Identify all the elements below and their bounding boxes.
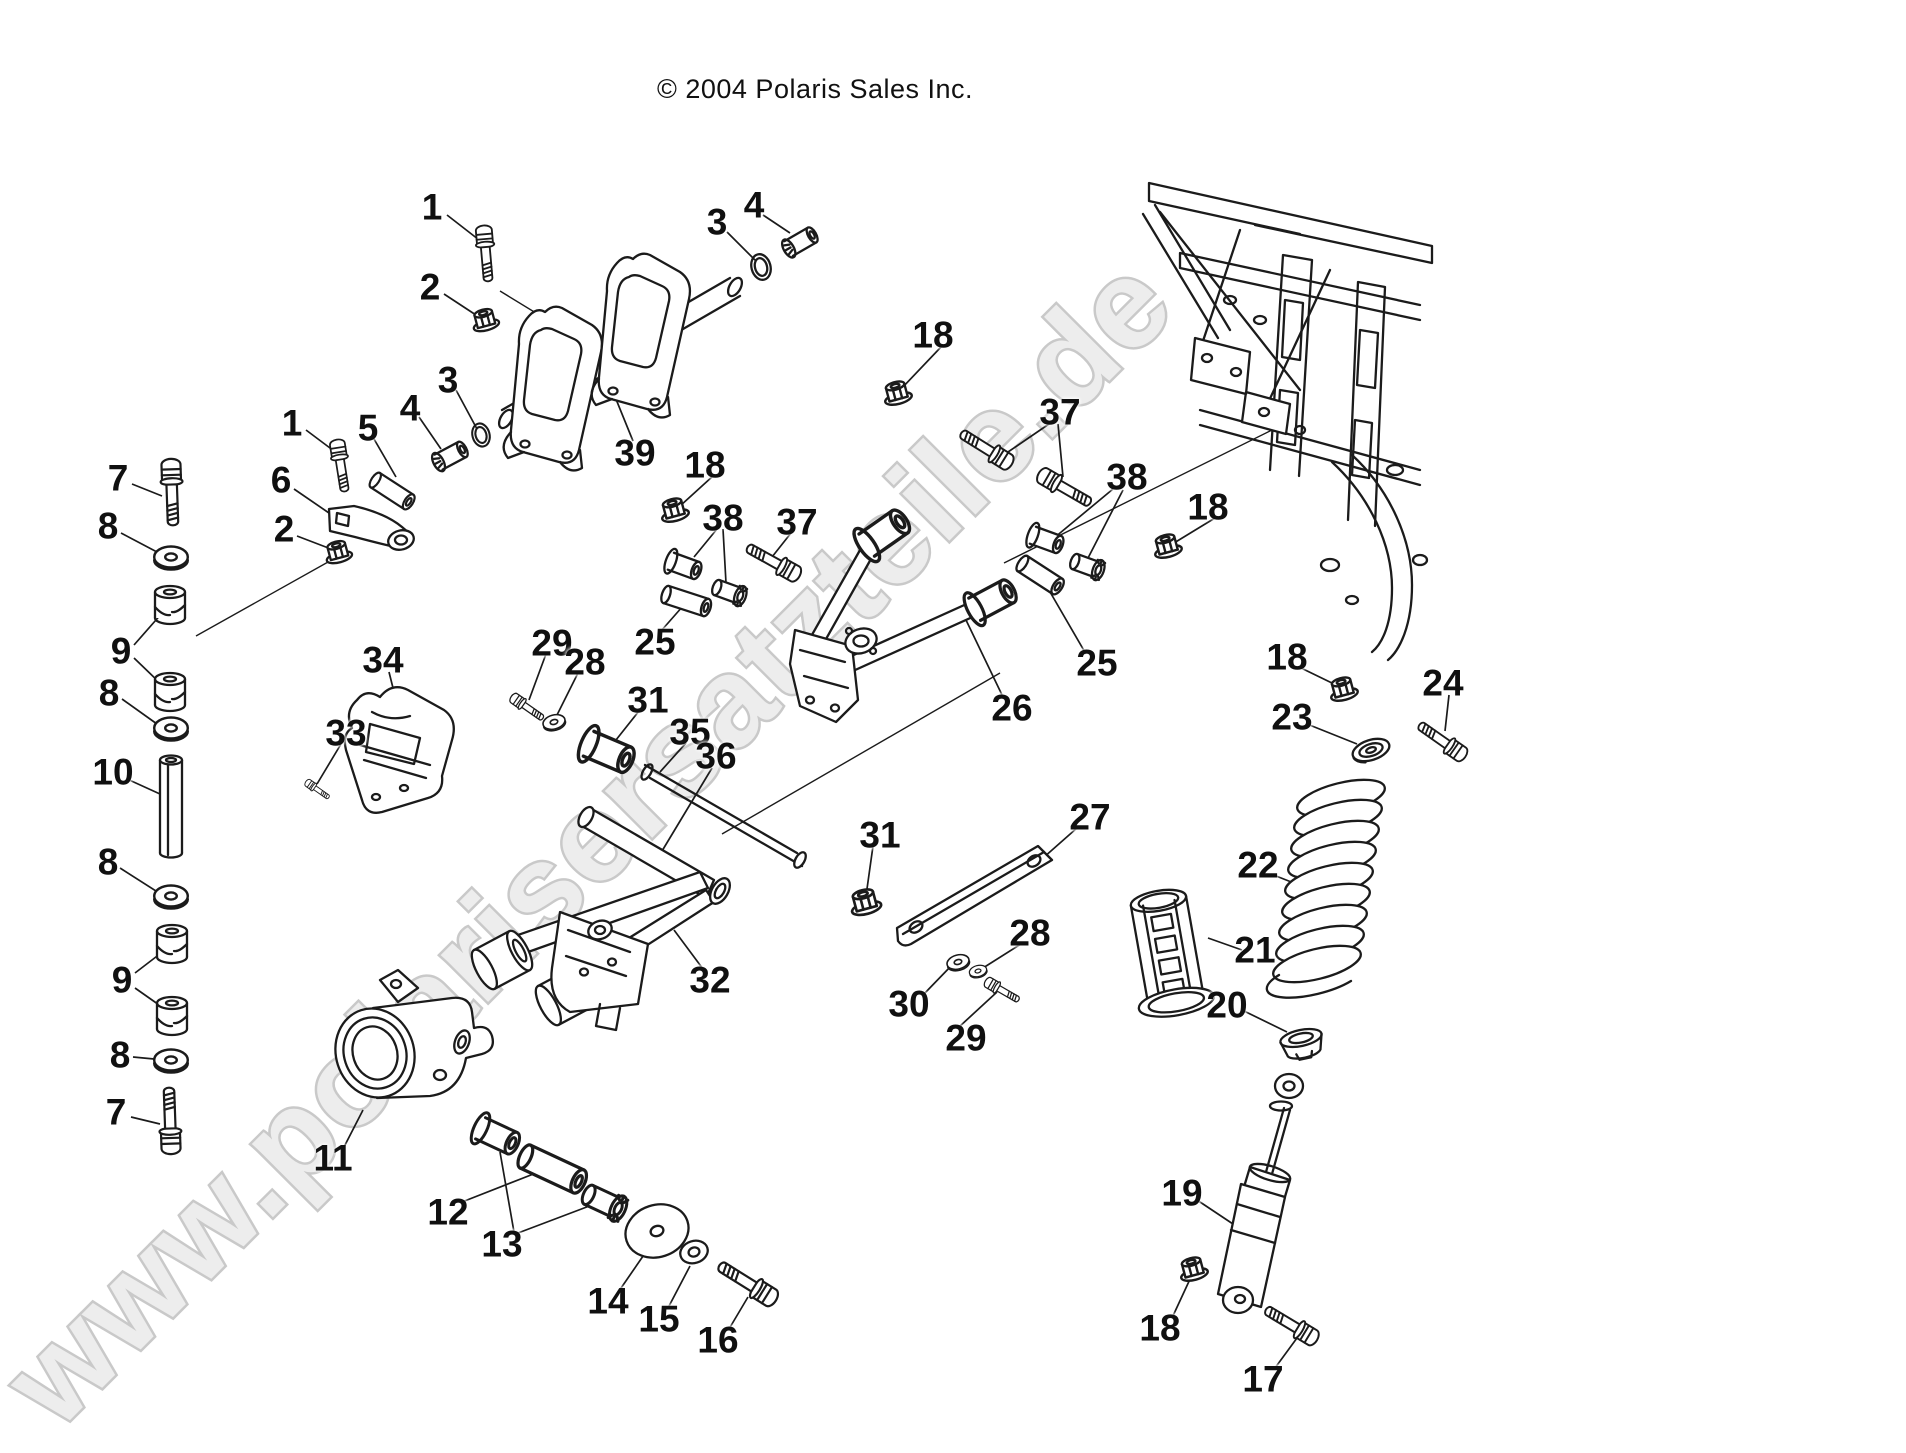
- callout-2: 2: [273, 508, 295, 550]
- callout-2: 2: [419, 266, 441, 308]
- callout-28: 28: [564, 641, 606, 683]
- callout-18: 18: [1187, 486, 1229, 528]
- callout-27: 27: [1069, 796, 1111, 838]
- callout-8: 8: [98, 672, 120, 714]
- callout-18: 18: [912, 314, 954, 356]
- callout-35: 35: [669, 711, 711, 753]
- callout-18: 18: [684, 444, 726, 486]
- callout-37: 37: [776, 501, 818, 543]
- callout-26: 26: [991, 687, 1033, 729]
- upper-control-arm-26: [788, 500, 1024, 724]
- callout-1: 1: [421, 186, 443, 228]
- callout-31: 31: [859, 814, 901, 856]
- callout-3: 3: [437, 359, 459, 401]
- callout-24: 24: [1422, 662, 1464, 704]
- callout-8: 8: [97, 841, 119, 883]
- callout-38: 38: [1106, 456, 1148, 498]
- bearing-carrier-11: [334, 968, 495, 1100]
- callout-8: 8: [97, 505, 119, 547]
- callout-19: 19: [1161, 1172, 1203, 1214]
- callout-16: 16: [697, 1319, 739, 1361]
- callout-30: 30: [888, 983, 930, 1025]
- callout-15: 15: [638, 1298, 680, 1340]
- callout-29: 29: [945, 1017, 987, 1059]
- copyright-text: © 2004 Polaris Sales Inc.: [656, 74, 974, 104]
- callout-1: 1: [281, 402, 303, 444]
- callout-10: 10: [92, 751, 134, 793]
- callout-6: 6: [270, 459, 292, 501]
- washer-14: [624, 1203, 690, 1259]
- brace-strap-27: [895, 844, 1054, 947]
- callout-29: 29: [531, 622, 573, 664]
- guard-plate-34: [343, 686, 455, 814]
- spring-adjuster-cam-23: [1351, 737, 1391, 764]
- callout-20: 20: [1206, 984, 1248, 1026]
- callout-13: 13: [481, 1223, 523, 1265]
- callout-21: 21: [1234, 929, 1276, 971]
- callout-38: 38: [702, 497, 744, 539]
- spring-retainer-20: [1279, 1027, 1323, 1061]
- callout-31: 31: [627, 679, 669, 721]
- callout-4: 4: [743, 184, 765, 226]
- callout-7: 7: [105, 1091, 127, 1133]
- callout-12: 12: [427, 1191, 469, 1233]
- callout-25: 25: [1076, 642, 1118, 684]
- callout-4: 4: [399, 387, 421, 429]
- callout-14: 14: [587, 1280, 629, 1322]
- frame-assembly: [1141, 181, 1434, 662]
- callout-5: 5: [357, 407, 379, 449]
- clevis-arm-6: [327, 504, 415, 551]
- callout-11: 11: [313, 1137, 353, 1179]
- callout-34: 34: [362, 639, 404, 681]
- callout-7: 7: [107, 457, 129, 499]
- callout-36: 36: [695, 735, 737, 777]
- callout-32: 32: [689, 959, 731, 1001]
- callout-8: 8: [109, 1034, 131, 1076]
- callout-3: 3: [706, 201, 728, 243]
- hex-spacer-tube-10: [158, 754, 184, 859]
- callout-23: 23: [1271, 696, 1313, 738]
- washer-15: [679, 1239, 709, 1265]
- coil-spring-22: [1265, 778, 1386, 999]
- callout-9: 9: [110, 630, 132, 672]
- callout-18: 18: [1266, 636, 1308, 678]
- callout-25: 25: [634, 621, 676, 663]
- shock-absorber-19: [1216, 1072, 1305, 1315]
- pivot-rod-35: [640, 763, 807, 869]
- callout-9: 9: [111, 959, 133, 1001]
- part-39-pivot-bracket-assembly: [497, 252, 744, 472]
- shock-guard-21: [1129, 888, 1215, 1018]
- callout-37: 37: [1039, 391, 1081, 433]
- lower-control-arm-32: [465, 805, 731, 1032]
- callout-39: 39: [614, 432, 656, 474]
- leader-lines: [119, 214, 1450, 1369]
- callout-18: 18: [1139, 1307, 1181, 1349]
- callout-28: 28: [1009, 912, 1051, 954]
- callout-33: 33: [325, 712, 367, 754]
- callout-17: 17: [1242, 1358, 1284, 1400]
- callout-22: 22: [1237, 844, 1279, 886]
